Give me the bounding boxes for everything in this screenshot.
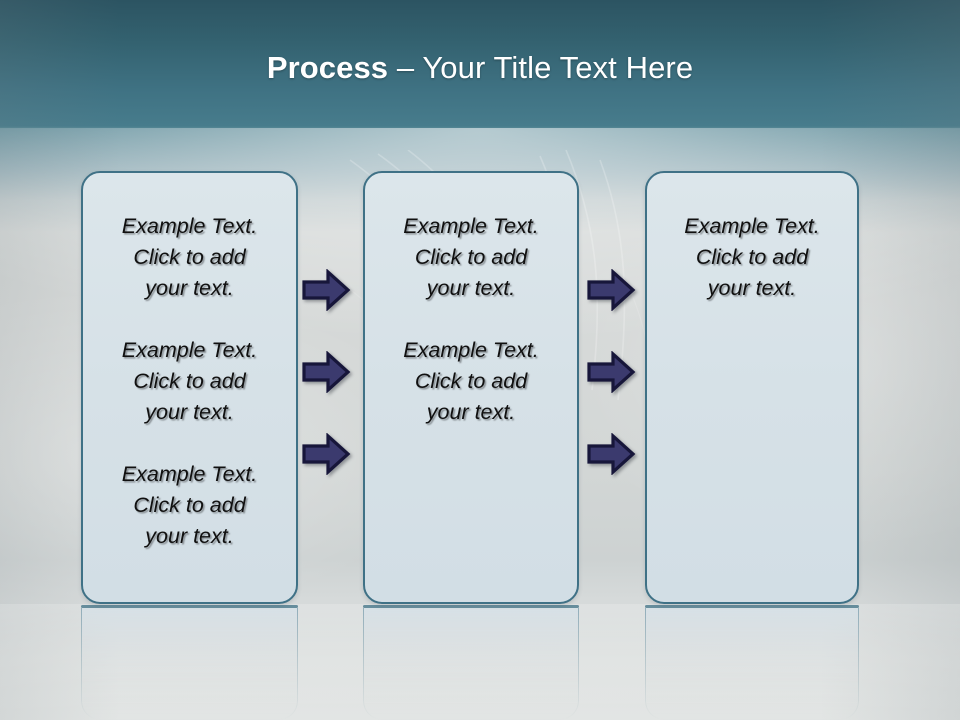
process-box-paragraph[interactable]: Example Text. Click to add your text.: [684, 214, 820, 300]
process-box-content: Example Text. Click to add your text. Exa…: [83, 211, 296, 552]
right-arrow-icon: [301, 433, 351, 475]
slide-title-rest: – Your Title Text Here: [388, 50, 694, 85]
process-box-content: Example Text. Click to add your text.: [647, 211, 857, 304]
slide-title-strong: Process: [266, 50, 389, 85]
slide-title: Process – Your Title Text Here: [0, 48, 960, 88]
process-box-paragraph[interactable]: Example Text. Click to add your text.: [403, 214, 539, 300]
process-box-paragraph[interactable]: Example Text. Click to add your text.: [121, 462, 258, 548]
process-box-1[interactable]: Example Text. Click to add your text. Exa…: [81, 171, 298, 604]
process-box-paragraph[interactable]: Example Text. Click to add your text.: [121, 338, 258, 424]
right-arrow-icon: [301, 269, 351, 311]
right-arrow-icon: [586, 351, 636, 393]
process-box-2[interactable]: Example Text. Click to add your text. Exa…: [363, 171, 579, 604]
process-box-paragraph[interactable]: Example Text. Click to add your text.: [403, 338, 539, 424]
process-box-3[interactable]: Example Text. Click to add your text.: [645, 171, 859, 604]
right-arrow-icon: [586, 433, 636, 475]
process-box-paragraph[interactable]: Example Text. Click to add your text.: [121, 214, 258, 300]
right-arrow-icon: [301, 351, 351, 393]
process-box-content: Example Text. Click to add your text. Exa…: [365, 211, 577, 428]
right-arrow-icon: [586, 269, 636, 311]
